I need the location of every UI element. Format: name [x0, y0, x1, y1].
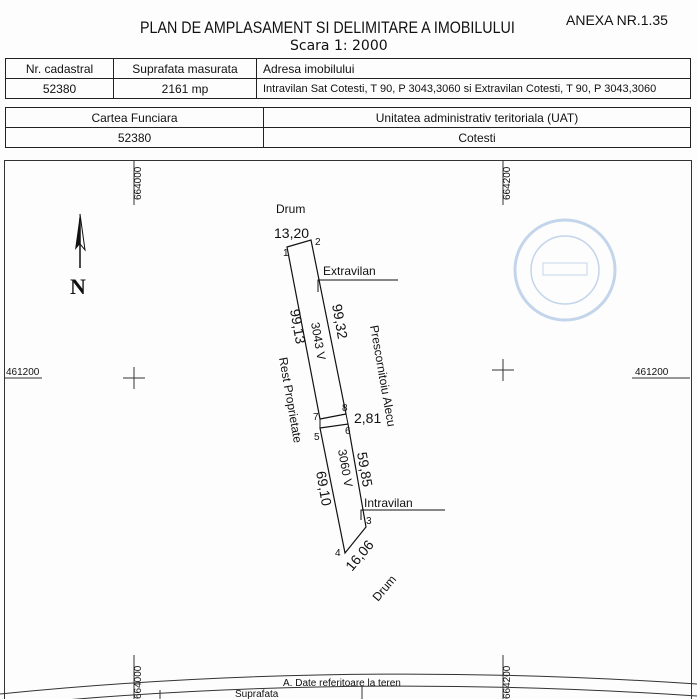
point-7: 7: [313, 412, 319, 423]
property-table: Nr. cadastral Suprafata masurata Adresa …: [5, 58, 691, 99]
header-address: Adresa imobilului: [256, 58, 691, 79]
extravilan-label: Extravilan: [323, 264, 376, 278]
grid-label-461200-left: 461200: [6, 367, 40, 378]
parcel-3043-label: 3043 V: [308, 321, 328, 361]
intravilan-leader: [360, 509, 445, 520]
parcel-3060-label: 3060 V: [335, 448, 355, 488]
scale-label: Scara 1: 2000: [290, 38, 388, 54]
distance-3-4: 16,06: [342, 537, 377, 574]
intravilan-label: Intravilan: [364, 496, 413, 510]
map-frame: [4, 160, 692, 699]
cadastral-number: 52380: [5, 78, 114, 99]
grid-cross-right: [492, 359, 514, 381]
rest-property-label: Rest Proprietate: [276, 356, 305, 444]
grid-label-664200: 664200: [502, 166, 513, 200]
property-address: Intravilan Sat Cotesti, T 90, P 3043,306…: [256, 78, 691, 99]
measured-area: 2161 mp: [113, 78, 257, 99]
road-label-bottom: Drum: [370, 572, 400, 603]
header-cadastral: Nr. cadastral: [5, 58, 114, 79]
footer-top-line: [0, 673, 697, 695]
footer-mid-line: [71, 685, 697, 699]
point-4: 4: [335, 548, 341, 559]
road-label-top: Drum: [276, 202, 305, 216]
north-label: N: [70, 274, 86, 299]
point-5: 5: [314, 432, 320, 443]
extravilan-leader: [317, 279, 398, 292]
annex-number: ANEXA NR.1.35: [566, 12, 668, 28]
distance-8-6: 2,81: [354, 410, 381, 426]
grid-label-664000-bottom: 664000: [133, 665, 144, 699]
uat-name: Cotesti: [263, 127, 691, 148]
land-book-table: Cartea Funciara Unitatea administrativ t…: [5, 107, 691, 148]
footer-column-area: Suprafata: [235, 689, 279, 699]
point-3: 3: [366, 516, 372, 527]
footer-section-title: A. Date referitoare la teren: [283, 678, 401, 689]
point-8: 8: [342, 403, 348, 414]
distance-1-7: 99,13: [287, 308, 309, 345]
parcel-3060: [319, 423, 367, 555]
header-land-book: Cartea Funciara: [5, 107, 264, 128]
distance-5-4: 69,10: [313, 470, 335, 507]
land-book-number: 52380: [5, 127, 264, 148]
distance-2-8: 99,32: [329, 303, 351, 340]
header-uat: Unitatea administrativ teritoriala (UAT): [263, 107, 691, 128]
parcel-gap-right: [345, 413, 349, 425]
stamp-icon: [513, 218, 617, 322]
grid-label-664200-bottom: 664200: [502, 665, 513, 699]
grid-label-461200-right: 461200: [635, 367, 669, 378]
point-6: 6: [345, 426, 351, 437]
document-title: PLAN DE AMPLASAMENT SI DELIMITARE A IMOB…: [140, 18, 515, 37]
distance-6-3: 59,85: [354, 451, 376, 488]
north-arrow-icon: [75, 213, 86, 268]
point-2: 2: [315, 237, 321, 248]
grid-label-664000: 664000: [133, 166, 144, 200]
distance-1-2: 13,20: [274, 225, 309, 241]
header-area: Suprafata masurata: [113, 58, 257, 79]
point-1: 1: [283, 248, 289, 259]
grid-cross-left: [123, 367, 145, 389]
